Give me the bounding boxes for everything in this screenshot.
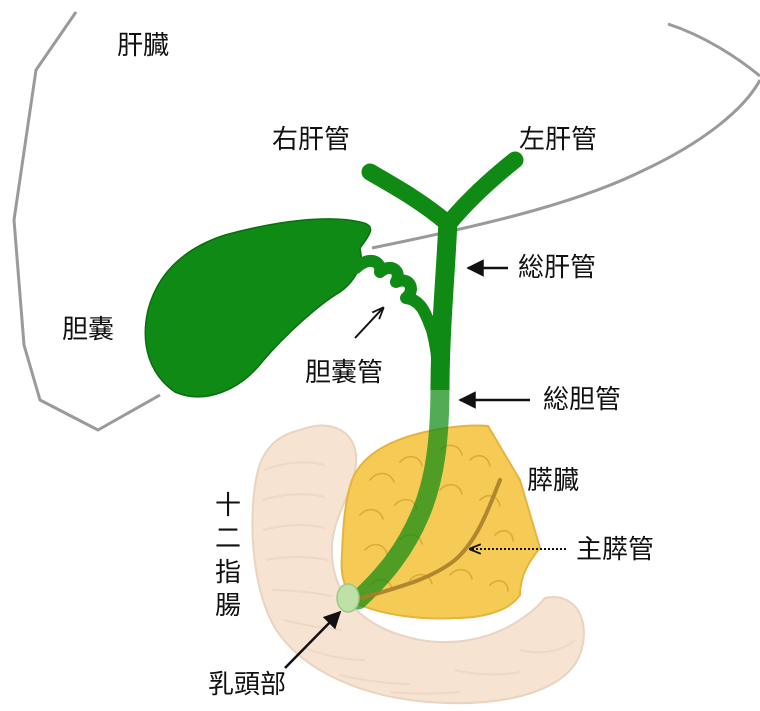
label-duodenum-char: 指 xyxy=(213,557,243,590)
liver-lower-edge xyxy=(372,80,760,248)
liver-outline xyxy=(14,12,160,430)
label-liver: 肝臓 xyxy=(117,33,169,59)
label-cystic-duct: 胆嚢管 xyxy=(305,360,383,386)
label-papilla: 乳頭部 xyxy=(208,672,286,698)
label-duodenum-char: 二 xyxy=(213,523,243,556)
label-left-hepatic-duct: 左肝管 xyxy=(519,127,597,153)
label-duodenum: 十 二 指 腸 xyxy=(213,490,243,623)
papilla-shape xyxy=(337,584,359,612)
label-pancreas: 膵臓 xyxy=(527,468,579,494)
right-hepatic-duct-shape xyxy=(370,172,446,222)
label-main-pancreatic-duct: 主膵管 xyxy=(576,537,654,563)
label-gallbladder: 胆嚢 xyxy=(62,317,114,343)
label-common-bile-duct: 総胆管 xyxy=(543,387,621,413)
liver-right-edge xyxy=(668,24,760,76)
left-hepatic-duct-shape xyxy=(450,160,515,222)
label-duodenum-char: 十 xyxy=(213,490,243,523)
label-common-hepatic-duct: 総肝管 xyxy=(518,255,596,281)
cystic-duct-arrow xyxy=(355,308,383,338)
common-hepatic-duct-shape xyxy=(440,220,448,390)
label-right-hepatic-duct: 右肝管 xyxy=(272,127,350,153)
label-duodenum-char: 腸 xyxy=(213,590,243,623)
